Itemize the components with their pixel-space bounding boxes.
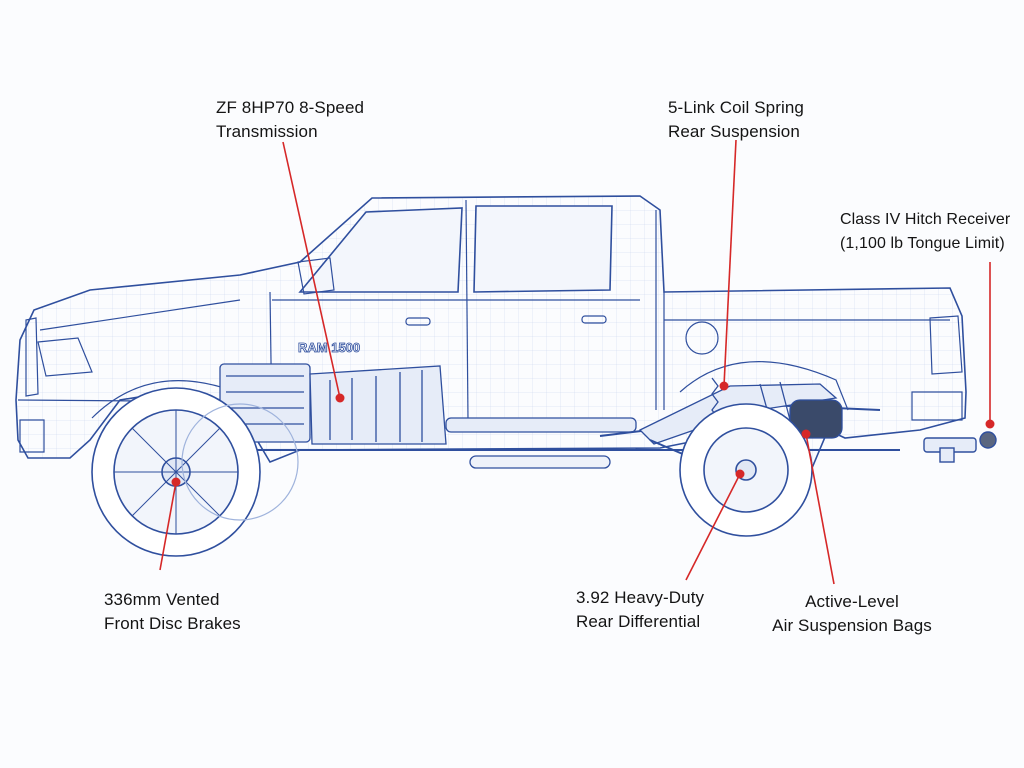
leader-rear-suspension — [723, 139, 737, 387]
callout-line: Active-Level — [805, 592, 899, 611]
callout-hitch: Class IV Hitch Receiver (1,100 lb Tongue… — [840, 208, 1010, 256]
callout-line: Air Suspension Bags — [772, 616, 932, 635]
callout-line: Class IV Hitch Receiver — [840, 211, 1011, 228]
leader-transmission — [282, 141, 341, 399]
dot-transmission — [335, 393, 345, 403]
front-wheel — [91, 387, 261, 557]
callout-line: ZF 8HP70 8-Speed — [216, 98, 365, 117]
callout-line: Rear Differential — [576, 612, 701, 631]
callout-line: 336mm Vented — [104, 590, 220, 609]
leader-lines — [159, 139, 991, 585]
leader-brakes — [159, 481, 177, 571]
callout-line: Transmission — [216, 122, 318, 141]
leader-air-bags — [805, 433, 835, 585]
callout-transmission: ZF 8HP70 8-Speed Transmission — [216, 96, 364, 144]
leader-dots — [171, 381, 995, 487]
rear-wheel — [679, 403, 813, 537]
callout-air-bags: Active-Level Air Suspension Bags — [772, 590, 932, 638]
hitch-receiver — [923, 431, 997, 463]
callout-brakes: 336mm Vented Front Disc Brakes — [104, 588, 241, 636]
leader-differential — [685, 473, 741, 581]
callout-line: Rear Suspension — [668, 122, 800, 141]
cab-windows — [298, 205, 613, 293]
callout-line: (1,100 lb Tongue Limit) — [840, 235, 1005, 252]
callout-line: Front Disc Brakes — [104, 614, 241, 633]
front-wheel-inner — [181, 403, 299, 521]
dot-rear-suspension — [719, 381, 729, 391]
dot-brakes — [171, 477, 181, 487]
dot-hitch — [985, 419, 995, 429]
callout-differential: 3.92 Heavy-Duty Rear Differential — [576, 586, 704, 634]
dot-air-bags — [801, 429, 811, 439]
callout-line: 3.92 Heavy-Duty — [576, 588, 705, 607]
callout-line: 5-Link Coil Spring — [668, 98, 804, 117]
dot-differential — [735, 469, 745, 479]
callout-rear-suspension: 5-Link Coil Spring Rear Suspension — [668, 96, 804, 144]
